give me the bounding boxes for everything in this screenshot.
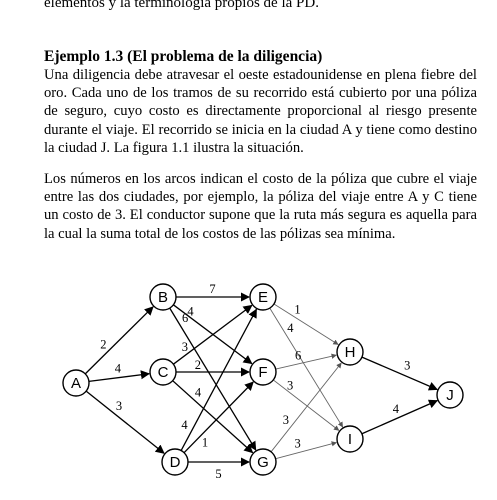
- edge-h-j: [361, 356, 438, 391]
- edge-cost-c-f: 2: [195, 358, 201, 372]
- node-g: G: [249, 448, 277, 476]
- edge-cost-d-e: 4: [181, 418, 188, 432]
- node-b: B: [149, 283, 177, 311]
- edge-cost-i-j: 4: [393, 402, 400, 416]
- edge-cost-a-c: 4: [115, 362, 122, 376]
- edge-a-b: [84, 306, 154, 375]
- edge-cost-g-h: 3: [283, 413, 289, 427]
- edge-cost-a-d: 3: [116, 399, 122, 413]
- edge-g-i: [275, 441, 337, 460]
- node-circle: [436, 381, 464, 409]
- edge-cost-c-g: 4: [195, 386, 202, 400]
- node-circle: [62, 369, 90, 397]
- edge-d-e: [180, 308, 257, 451]
- node-label: A: [71, 375, 81, 392]
- edge-a-d: [85, 390, 165, 454]
- edge-cost-a-b: 2: [100, 338, 106, 352]
- node-c: C: [149, 358, 177, 386]
- paragraph-explanation: Los números en los arcos indican el cost…: [44, 171, 477, 242]
- edge-e-h: [273, 303, 339, 345]
- node-e: E: [249, 283, 277, 311]
- edge-cost-d-f: 1: [202, 436, 208, 450]
- edge-cost-b-e: 7: [209, 282, 215, 296]
- node-i: I: [336, 425, 364, 453]
- node-circle: [249, 448, 277, 476]
- edge-cost-b-f: 4: [187, 304, 194, 318]
- paragraph-intro: Una diligencia debe atravesar el oeste e…: [44, 67, 477, 156]
- node-d: D: [161, 448, 189, 476]
- node-label: E: [258, 289, 268, 306]
- edge-f-i: [273, 379, 340, 431]
- node-label: B: [158, 289, 168, 306]
- node-circle: [161, 448, 189, 476]
- node-label: D: [170, 454, 181, 471]
- node-circle: [249, 358, 277, 386]
- node-a: A: [62, 369, 90, 397]
- edge-cost-b-g: 6: [182, 311, 188, 325]
- edge-cost-h-j: 3: [404, 359, 410, 373]
- edge-cost-c-e: 3: [182, 340, 188, 354]
- node-h: H: [336, 338, 364, 366]
- edge-cost-e-h: 1: [294, 302, 300, 316]
- edge-i-j: [361, 399, 439, 435]
- node-label: C: [158, 364, 169, 381]
- node-label: H: [345, 344, 356, 361]
- node-label: I: [348, 431, 352, 448]
- node-circle: [149, 358, 177, 386]
- edge-a-c: [88, 370, 151, 383]
- node-j: J: [436, 381, 464, 409]
- node-label: J: [446, 387, 454, 404]
- edge-g-h: [270, 362, 342, 453]
- previous-text-line: elementos y la terminología propios de l…: [44, 0, 319, 11]
- edge-cost-e-i: 4: [287, 321, 294, 335]
- edge-d-f: [183, 381, 254, 454]
- edge-c-e: [173, 304, 253, 365]
- edge-cost-f-h: 6: [295, 349, 301, 363]
- edge-c-g: [172, 380, 254, 454]
- node-label: F: [258, 364, 267, 381]
- node-circle: [149, 283, 177, 311]
- edge-cost-g-i: 3: [295, 437, 301, 451]
- node-circle: [336, 425, 364, 453]
- node-label: G: [257, 454, 269, 471]
- edge-b-g: [169, 307, 257, 451]
- node-circle: [336, 338, 364, 366]
- node-circle: [249, 283, 277, 311]
- node-f: F: [249, 358, 277, 386]
- edge-f-h: [275, 353, 337, 370]
- edge-cost-f-i: 3: [287, 378, 293, 392]
- edge-e-i: [269, 307, 344, 428]
- edge-cost-d-g: 5: [215, 467, 221, 481]
- example-heading: Ejemplo 1.3 (El problema de la diligenci…: [44, 48, 323, 65]
